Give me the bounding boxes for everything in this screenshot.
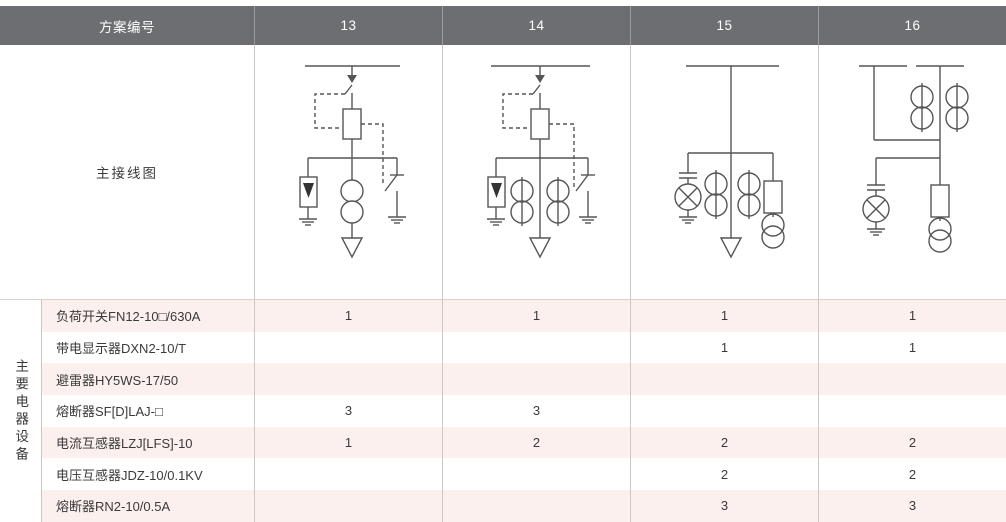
header-column-15: 15 (631, 6, 819, 45)
fuse-symbol (530, 108, 550, 140)
equipment-group-label-text: 主要电器设备 (13, 358, 29, 464)
busbar-connector-arrow (535, 75, 545, 83)
cable-terminal-symbol (528, 237, 552, 259)
busbar-connector-arrow (347, 75, 357, 83)
row-label: 带电显示器DXN2-10/T (42, 331, 255, 364)
diagram-cell-15 (631, 45, 819, 299)
switch-linkage-dashed (502, 93, 533, 129)
table-row: 避雷器HY5WS-17/50 (42, 363, 1006, 396)
table-row: 负荷开关FN12-10□/630A 1 1 1 1 (42, 300, 1006, 332)
row-value-13 (255, 490, 443, 522)
row-label: 熔断器RN2-10/0.5A (42, 490, 255, 522)
diagram-row: 主接线图 (0, 45, 1006, 300)
row-value-13: 1 (255, 426, 443, 459)
single-line-diagram-16 (859, 65, 969, 253)
current-transformer-symbol (340, 179, 364, 203)
equipment-group-label: 主要电器设备 (0, 300, 42, 522)
fuse-symbol (930, 184, 950, 218)
header-column-14: 14 (443, 6, 631, 45)
row-value-16 (819, 363, 1006, 395)
table-row: 电流互感器LZJ[LFS]-10 1 2 2 2 (42, 426, 1006, 459)
row-value-14 (443, 490, 631, 522)
row-value-15: 2 (631, 426, 819, 459)
row-value-15 (631, 363, 819, 396)
earthing-switch-blade (384, 174, 398, 192)
fuse-symbol (342, 108, 362, 140)
cable-terminal-symbol (340, 237, 364, 259)
table-row: 带电显示器DXN2-10/T 1 1 (42, 331, 1006, 364)
table-header-row: 方案编号 13 14 15 16 (0, 6, 1006, 45)
diagram-cell-16 (819, 45, 1006, 299)
header-scheme-number-label: 方案编号 (0, 6, 255, 45)
row-value-13 (255, 363, 443, 396)
earth-switch-linkage-dashed (549, 123, 575, 187)
row-value-14: 1 (443, 300, 631, 332)
row-value-16: 3 (908, 498, 917, 514)
row-value-16: 1 (908, 308, 917, 324)
table-row: 熔断器RN2-10/0.5A 3 3 (42, 490, 1006, 522)
equipment-table: 主要电器设备 负荷开关FN12-10□/630A 1 1 1 1 带电显示器DX… (0, 300, 1006, 522)
voltage-transformer-symbol (761, 213, 785, 237)
equipment-rows: 负荷开关FN12-10□/630A 1 1 1 1 带电显示器DXN2-10/T… (42, 300, 1006, 522)
row-label: 熔断器SF[D]LAJ-□ (42, 395, 255, 427)
row-value-13 (255, 331, 443, 364)
diagram-cell-14 (443, 45, 631, 299)
row-label: 电压互感器JDZ-10/0.1KV (42, 458, 255, 491)
row-value-13: 3 (255, 395, 443, 427)
switch-linkage-dashed (314, 93, 345, 129)
row-label: 避雷器HY5WS-17/50 (42, 363, 255, 396)
row-value-15: 3 (631, 490, 819, 522)
row-value-15: 2 (631, 458, 819, 491)
row-value-14 (443, 331, 631, 364)
row-value-14 (443, 363, 631, 396)
diagram-row-label: 主接线图 (0, 45, 255, 299)
row-value-16 (819, 395, 1006, 427)
cable-terminal-symbol (719, 237, 743, 259)
earth-switch-linkage-dashed (361, 123, 384, 185)
row-value-15: 1 (631, 331, 819, 364)
header-column-16: 16 (904, 18, 921, 33)
diagram-cell-13 (255, 45, 443, 299)
header-column-13: 13 (255, 6, 443, 45)
single-line-diagram-15 (674, 65, 785, 259)
row-value-13 (255, 458, 443, 491)
single-line-diagram-13 (299, 65, 406, 259)
single-line-diagram-14 (487, 65, 597, 259)
row-value-13: 1 (255, 300, 443, 332)
row-value-16: 1 (908, 340, 917, 356)
earthing-switch-blade (575, 174, 589, 192)
row-label: 负荷开关FN12-10□/630A (42, 300, 255, 332)
row-value-14 (443, 458, 631, 491)
row-value-16: 2 (908, 466, 917, 482)
row-value-15: 1 (631, 300, 819, 332)
load-break-switch-blade (344, 84, 353, 95)
voltage-transformer-symbol (928, 217, 952, 241)
row-value-16: 2 (908, 435, 917, 451)
fuse-symbol (763, 180, 783, 214)
table-row: 熔断器SF[D]LAJ-□ 3 3 (42, 395, 1006, 427)
load-break-switch-blade (532, 84, 541, 95)
table-row: 电压互感器JDZ-10/0.1KV 2 2 (42, 458, 1006, 491)
row-label: 电流互感器LZJ[LFS]-10 (42, 426, 255, 459)
row-value-14: 2 (443, 426, 631, 459)
row-value-14: 3 (443, 395, 631, 427)
row-value-15 (631, 395, 819, 427)
